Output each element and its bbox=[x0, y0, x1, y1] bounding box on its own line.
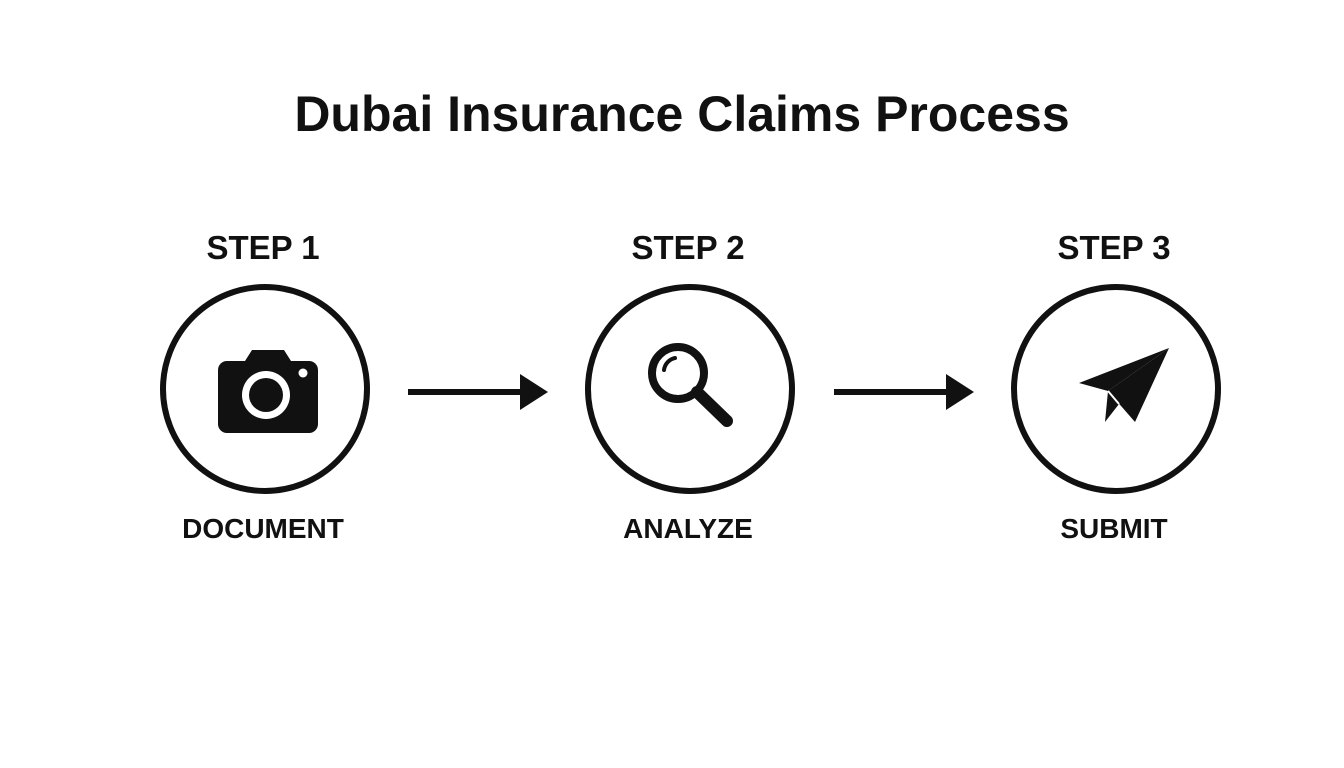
step-1: STEP 1 DOCUMENT bbox=[133, 226, 393, 556]
step-3: STEP 3 SUBMIT bbox=[984, 226, 1244, 556]
arrow-right-icon bbox=[408, 374, 548, 410]
magnifying-glass-icon bbox=[648, 343, 733, 427]
step-3-circle bbox=[1011, 284, 1221, 494]
step-1-label: STEP 1 bbox=[206, 229, 320, 266]
step-1-circle bbox=[160, 284, 370, 494]
camera-icon bbox=[218, 350, 318, 433]
arrow-right-icon bbox=[834, 374, 974, 410]
step-1-caption: DOCUMENT bbox=[182, 513, 344, 544]
step-2: STEP 2 ANALYZE bbox=[558, 226, 818, 556]
step-2-caption: ANALYZE bbox=[623, 513, 753, 544]
diagram-title: Dubai Insurance Claims Process bbox=[294, 86, 1070, 142]
paper-plane-icon bbox=[1079, 348, 1169, 422]
step-2-circle bbox=[585, 284, 795, 494]
step-2-label: STEP 2 bbox=[631, 229, 745, 266]
step-3-caption: SUBMIT bbox=[1060, 513, 1168, 544]
step-3-label: STEP 3 bbox=[1057, 229, 1171, 266]
